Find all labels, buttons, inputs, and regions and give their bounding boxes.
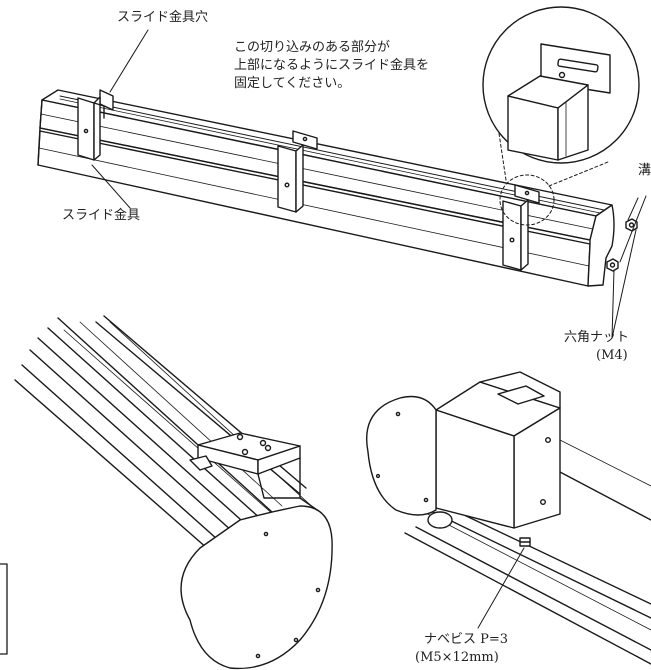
hex-nut-upper [625,218,638,232]
rail-closeup-left [14,315,333,670]
leader-lines [91,29,647,629]
instruction-line-2: 上部になるようにスライド金具を [234,58,430,73]
end-cap-right [366,395,437,516]
slide-bracket-middle [277,130,318,213]
rail-top-view [37,89,638,287]
slide-bracket-right [502,184,540,271]
label-groove: 溝 [638,163,651,178]
rail-closeup-right [366,371,651,665]
zoom-detail [482,6,640,164]
label-hex-nut-size: (M4) [596,348,628,363]
label-slide-hole: スライド金具穴 [117,10,209,25]
label-pan-screw: ナベビス P=3 [424,632,509,647]
end-cap-left [180,505,333,670]
label-hex-nut: 六角ナット [564,330,630,345]
label-pan-screw-size: (M5×12mm) [415,650,499,665]
instruction-line-1: この切り込みのある部分が [234,40,391,55]
slide-bracket-closeup [189,432,321,513]
pan-screw [519,537,531,547]
instruction-line-3: 固定してください。 [234,76,351,91]
slide-bracket-left [77,89,114,161]
hex-nut-lower [606,258,619,272]
label-slide-bracket: スライド金具 [62,208,141,223]
frame-fragment [0,563,8,655]
slide-bracket-closeup-right [435,371,561,529]
